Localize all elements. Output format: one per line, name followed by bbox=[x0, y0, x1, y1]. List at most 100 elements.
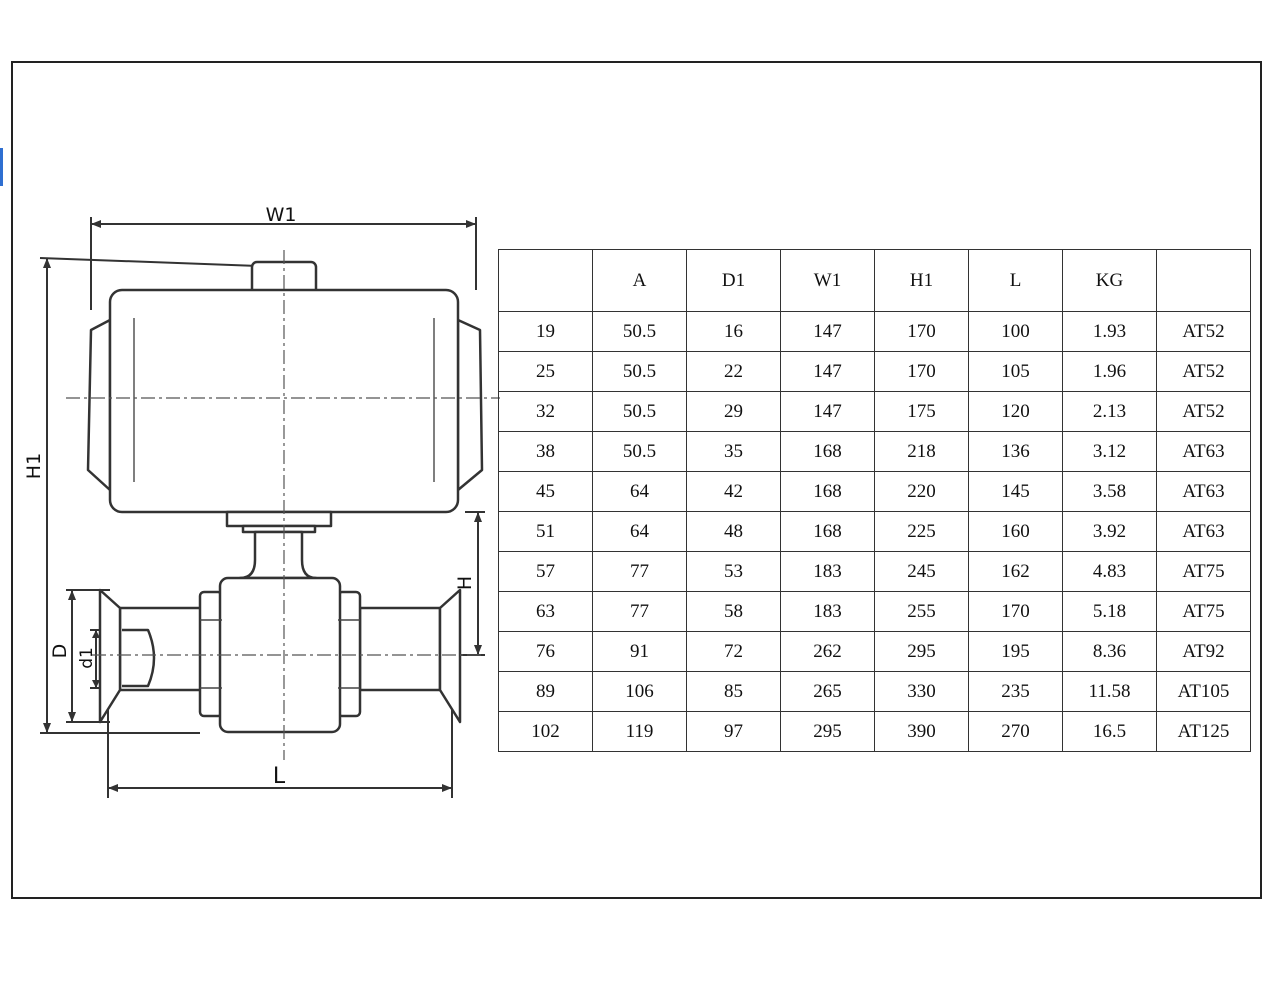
table-cell: 85 bbox=[686, 671, 781, 712]
table-cell: 220 bbox=[874, 471, 969, 512]
table-cell: 38 bbox=[498, 431, 593, 472]
table-cell: 175 bbox=[874, 391, 969, 432]
actuator-end-cap-left bbox=[86, 318, 112, 492]
table-cell: 3.58 bbox=[1062, 471, 1157, 512]
table-cell: AT75 bbox=[1156, 591, 1251, 632]
table-cell: 64 bbox=[592, 471, 687, 512]
d1-arrow-bottom bbox=[92, 680, 100, 688]
table-cell: 77 bbox=[592, 591, 687, 632]
table-cell: 45 bbox=[498, 471, 593, 512]
table-cell: 160 bbox=[968, 511, 1063, 552]
table-cell: 50.5 bbox=[592, 431, 687, 472]
w1-label: W1 bbox=[266, 204, 297, 226]
table-cell: 106 bbox=[592, 671, 687, 712]
table-cell: 136 bbox=[968, 431, 1063, 472]
table-cell: 295 bbox=[780, 711, 875, 752]
table-cell: 1.96 bbox=[1062, 351, 1157, 392]
table-cell: 265 bbox=[780, 671, 875, 712]
table-cell: 2.13 bbox=[1062, 391, 1157, 432]
h1-extension-top bbox=[39, 257, 261, 267]
h1-arrow-top bbox=[43, 258, 51, 268]
table-cell: 50.5 bbox=[592, 311, 687, 352]
table-cell: 72 bbox=[686, 631, 781, 672]
h1-arrow-bottom bbox=[43, 723, 51, 733]
table-cell: 57 bbox=[498, 551, 593, 592]
w1-arrow-left bbox=[91, 220, 101, 228]
table-cell: 218 bbox=[874, 431, 969, 472]
actuator-end-cap-right bbox=[456, 318, 484, 492]
clamp-ferrule-right bbox=[438, 588, 462, 724]
table-cell: 170 bbox=[874, 351, 969, 392]
table-cell: 25 bbox=[498, 351, 593, 392]
table-cell: 147 bbox=[780, 351, 875, 392]
d-arrow-bottom bbox=[68, 712, 76, 722]
table-cell: 64 bbox=[592, 511, 687, 552]
table-cell: 102 bbox=[498, 711, 593, 752]
table-cell: 390 bbox=[874, 711, 969, 752]
table-cell: 170 bbox=[874, 311, 969, 352]
column-header-l: L bbox=[968, 249, 1063, 312]
table-cell: 76 bbox=[498, 631, 593, 672]
h-label: H bbox=[454, 576, 476, 590]
table-cell: 168 bbox=[780, 431, 875, 472]
left-edge-marker bbox=[0, 148, 3, 186]
table-cell: AT63 bbox=[1156, 431, 1251, 472]
table-cell: 147 bbox=[780, 391, 875, 432]
column-header-d1: D1 bbox=[686, 249, 781, 312]
table-cell: 32 bbox=[498, 391, 593, 432]
table-cell: 3.12 bbox=[1062, 431, 1157, 472]
table-cell: 29 bbox=[686, 391, 781, 432]
table-cell: 168 bbox=[780, 471, 875, 512]
l-label: L bbox=[273, 764, 286, 789]
table-cell: 330 bbox=[874, 671, 969, 712]
table-cell: 50.5 bbox=[592, 391, 687, 432]
table-cell: 22 bbox=[686, 351, 781, 392]
table-cell: 255 bbox=[874, 591, 969, 632]
table-cell: 235 bbox=[968, 671, 1063, 712]
column-header-a: A bbox=[592, 249, 687, 312]
table-cell: AT105 bbox=[1156, 671, 1251, 712]
valve-stem bbox=[238, 530, 318, 580]
h-arrow-top bbox=[474, 512, 482, 522]
table-cell: 97 bbox=[686, 711, 781, 752]
column-header-w1: W1 bbox=[780, 249, 875, 312]
table-cell: 48 bbox=[686, 511, 781, 552]
table-cell: 50.5 bbox=[592, 351, 687, 392]
table-cell: 19 bbox=[498, 311, 593, 352]
table-cell: 5.18 bbox=[1062, 591, 1157, 632]
table-cell: AT52 bbox=[1156, 311, 1251, 352]
union-nut-right bbox=[336, 590, 362, 718]
table-cell: 58 bbox=[686, 591, 781, 632]
clamp-ferrule-left bbox=[98, 588, 122, 724]
table-cell: AT92 bbox=[1156, 631, 1251, 672]
table-cell: 270 bbox=[968, 711, 1063, 752]
h1-label: H1 bbox=[23, 453, 45, 479]
column-header-h1: H1 bbox=[874, 249, 969, 312]
table-cell: 42 bbox=[686, 471, 781, 512]
table-cell: AT75 bbox=[1156, 551, 1251, 592]
table-cell: 77 bbox=[592, 551, 687, 592]
column-header-size bbox=[498, 249, 593, 312]
d1-label: d1 bbox=[77, 647, 97, 669]
table-cell: 11.58 bbox=[1062, 671, 1157, 712]
d-label: D bbox=[49, 644, 71, 659]
table-cell: 16.5 bbox=[1062, 711, 1157, 752]
table-cell: 105 bbox=[968, 351, 1063, 392]
table-cell: 245 bbox=[874, 551, 969, 592]
table-cell: 162 bbox=[968, 551, 1063, 592]
table-cell: 295 bbox=[874, 631, 969, 672]
table-cell: 89 bbox=[498, 671, 593, 712]
table-cell: AT52 bbox=[1156, 391, 1251, 432]
column-header-actuator bbox=[1156, 249, 1251, 312]
table-cell: 3.92 bbox=[1062, 511, 1157, 552]
column-header-kg: KG bbox=[1062, 249, 1157, 312]
